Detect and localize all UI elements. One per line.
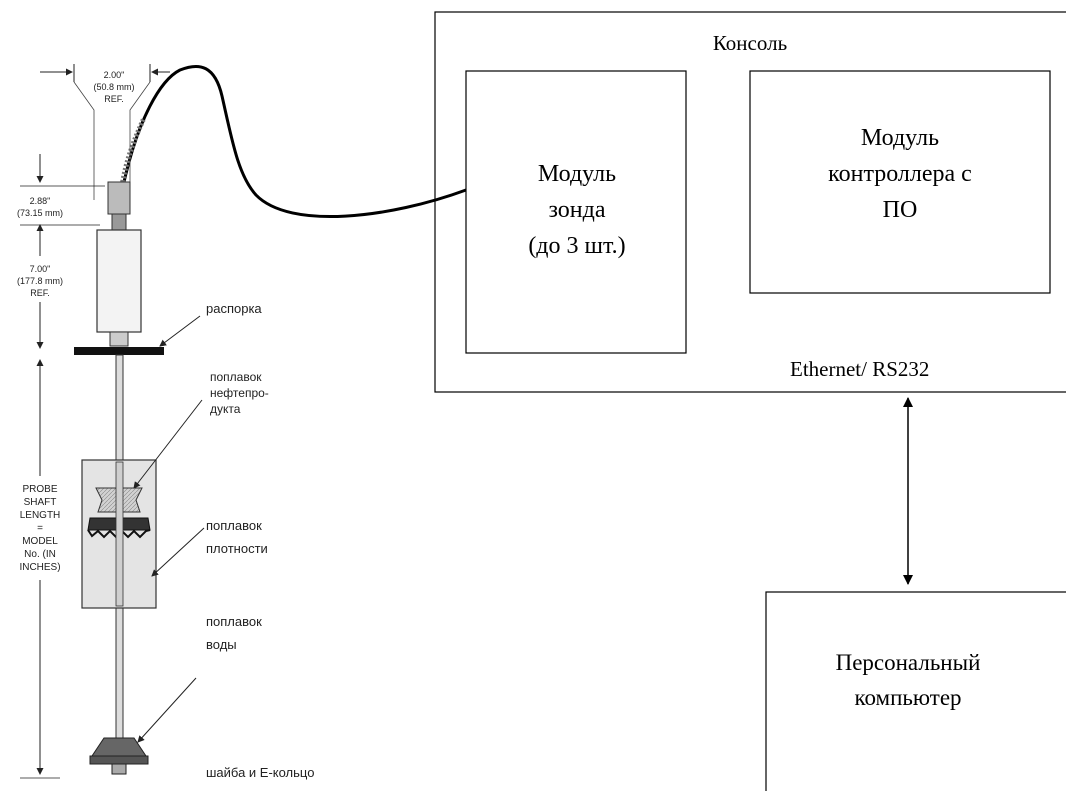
dim-head-line-1: 2.88": [30, 196, 51, 206]
density-float-label-2: плотности: [206, 541, 268, 556]
e-ring: [111, 763, 127, 775]
washer-label: шайба и Е-кольцо: [206, 765, 314, 780]
probe-module-line-1: Модуль: [538, 161, 616, 187]
interface-label: Ethernet/ RS232: [790, 357, 929, 381]
spacer-leader: [159, 315, 201, 347]
head-dimension: 2.88" (73.15 mm): [17, 154, 105, 256]
pc-label-line-2: компьютер: [854, 685, 961, 710]
controller-module-line-3: ПО: [883, 197, 918, 223]
density-float-leader: [151, 527, 205, 577]
product-float-label-1: поплавок: [210, 370, 262, 384]
pc-label-line-1: Персональный: [836, 650, 981, 675]
dim-head-line-2: (73.15 mm): [17, 208, 63, 218]
body-dimension: 7.00" (177.8 mm) REF.: [17, 264, 63, 349]
probe-head: [107, 181, 131, 231]
probe-drawing: 2.00" (50.8 mm) REF. 2.88" (73.15 mm) 7.…: [17, 64, 314, 780]
product-float-label-2: нефтепро-: [210, 386, 269, 400]
shaft-dimension: PROBE SHAFT LENGTH = MODEL No. (IN INCHE…: [19, 359, 61, 779]
shaft-line-2: SHAFT: [24, 497, 57, 508]
controller-module-line-1: Модуль: [861, 125, 939, 151]
controller-module-box: Модуль контроллера с ПО: [749, 70, 1051, 294]
water-float: [91, 737, 147, 757]
dim-top-line-1: 2.00": [104, 70, 125, 80]
dim-top-line-2: (50.8 mm): [93, 82, 134, 92]
cable-strain-relief: [119, 116, 147, 187]
spacer-label: распорка: [206, 301, 262, 316]
shaft-line-5: MODEL: [22, 536, 58, 547]
shaft-line-7: INCHES): [19, 562, 60, 573]
product-float-leader: [133, 399, 203, 489]
probe-module-box: Модуль зонда (до 3 шт.): [465, 70, 687, 354]
dim-top-line-3: REF.: [104, 94, 124, 104]
product-float-label-3: дукта: [210, 402, 241, 416]
canister-nut: [109, 331, 129, 347]
washer: [89, 755, 149, 765]
shaft-line-1: PROBE: [22, 484, 57, 495]
water-float-leader: [137, 677, 197, 743]
shaft-line-4: =: [37, 523, 43, 534]
density-float-label-1: поплавок: [206, 518, 262, 533]
water-float-label-1: поплавок: [206, 614, 262, 629]
probe-module-line-3: (до 3 шт.): [528, 233, 625, 259]
console-box: Консоль Модуль зонда (до 3 шт.) Модуль к…: [434, 11, 1066, 393]
water-float-label-2: воды: [206, 637, 237, 652]
probe-canister: [96, 229, 142, 333]
top-dimension: 2.00" (50.8 mm) REF.: [40, 64, 170, 200]
dim-body-line-2: (177.8 mm): [17, 276, 63, 286]
pc-box: Персональный компьютер: [765, 591, 1066, 791]
spacer-plate: [74, 347, 164, 355]
shaft-line-3: LENGTH: [20, 510, 61, 521]
dim-body-line-3: REF.: [30, 288, 50, 298]
dim-body-line-1: 7.00": [30, 264, 51, 274]
controller-module-line-2: контроллера с: [828, 161, 972, 187]
shaft-line-6: No. (IN: [24, 549, 56, 560]
console-title: Консоль: [713, 31, 787, 55]
probe-cable: [122, 65, 467, 219]
probe-module-line-2: зонда: [548, 197, 605, 223]
